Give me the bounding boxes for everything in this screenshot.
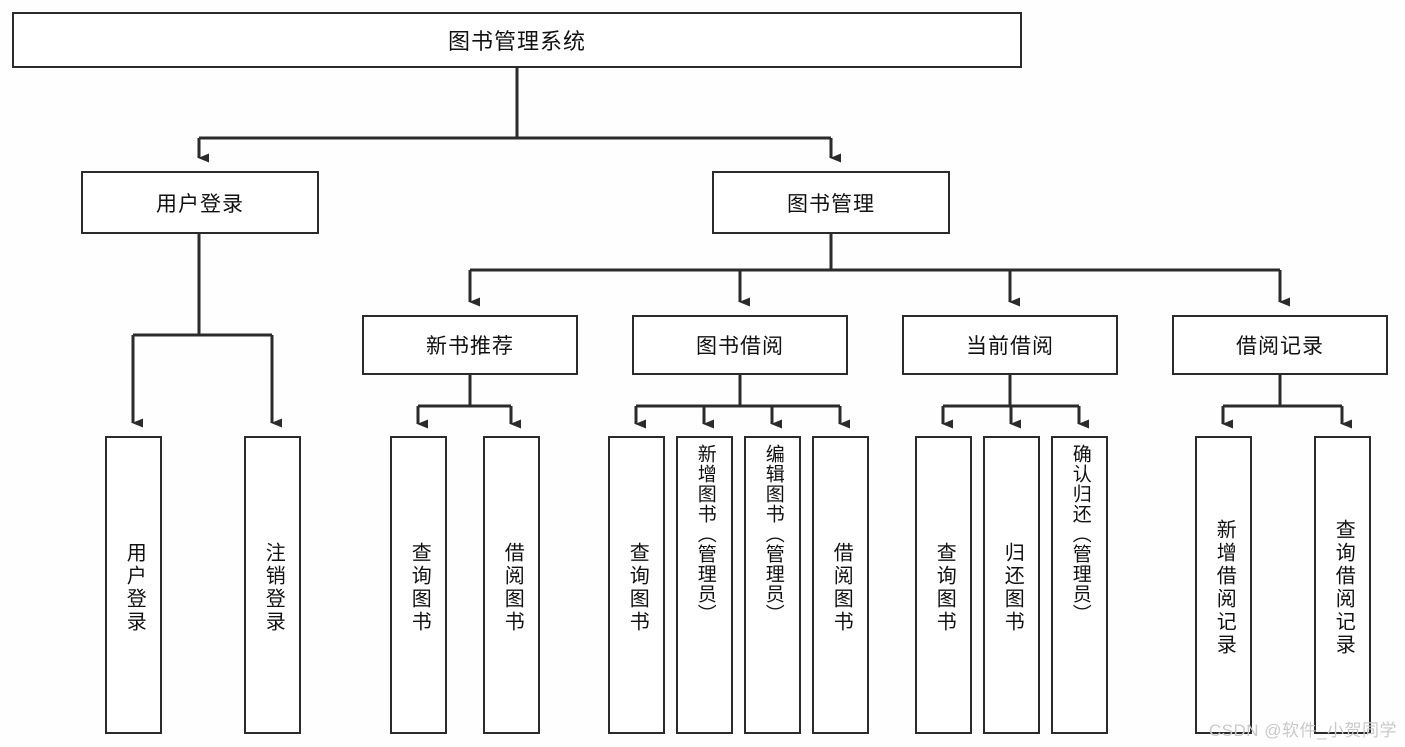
leaf-borrow-book-rec[interactable]: 借阅图书 bbox=[483, 436, 540, 734]
node-root-book-management-system[interactable]: 图书管理系统 bbox=[12, 12, 1022, 68]
node-label: 图书管理系统 bbox=[447, 29, 586, 54]
leaf-label: 借阅图书 bbox=[830, 542, 853, 634]
leaf-confirm-return[interactable]: 确认归还（管理员） bbox=[1051, 436, 1108, 734]
leaf-label: 查询图书 bbox=[626, 542, 649, 634]
leaf-query-book-cur[interactable]: 查询图书 bbox=[915, 436, 972, 734]
leaf-logout[interactable]: 注销登录 bbox=[244, 436, 301, 734]
node-label: 当前借阅 bbox=[966, 335, 1054, 358]
leaf-label: 查询图书 bbox=[408, 542, 431, 634]
book-borrow-connectors bbox=[634, 375, 850, 429]
node-book-manage[interactable]: 图书管理 bbox=[712, 171, 950, 234]
leaf-add-book[interactable]: 新增图书（管理员） bbox=[676, 436, 733, 734]
node-label: 图书借阅 bbox=[696, 335, 784, 358]
watermark: CSDN @软件_小贺同学 bbox=[1208, 721, 1397, 740]
leaf-label: 新增图书（管理员） bbox=[694, 444, 716, 624]
node-book-borrow[interactable]: 图书借阅 bbox=[632, 315, 848, 375]
leaf-borrow-book[interactable]: 借阅图书 bbox=[812, 436, 869, 734]
current-borrow-connectors bbox=[941, 375, 1089, 429]
leaf-return-book[interactable]: 归还图书 bbox=[983, 436, 1040, 734]
borrow-record-connectors bbox=[1221, 375, 1352, 429]
leaf-label: 借阅图书 bbox=[501, 542, 524, 634]
node-label: 借阅记录 bbox=[1236, 335, 1324, 358]
leaf-query-book-borrow[interactable]: 查询图书 bbox=[608, 436, 665, 734]
book-manage-connectors bbox=[468, 234, 1290, 307]
node-label: 图书管理 bbox=[787, 192, 875, 216]
leaf-label: 查询借阅记录 bbox=[1332, 519, 1355, 657]
leaf-query-book-rec[interactable]: 查询图书 bbox=[390, 436, 447, 734]
leaf-label: 用户登录 bbox=[123, 542, 146, 634]
leaf-add-record[interactable]: 新增借阅记录 bbox=[1195, 436, 1252, 734]
leaf-label: 确认归还（管理员） bbox=[1069, 444, 1091, 624]
node-current-borrow[interactable]: 当前借阅 bbox=[902, 315, 1118, 375]
node-user-login[interactable]: 用户登录 bbox=[81, 171, 319, 234]
node-label: 新书推荐 bbox=[426, 335, 514, 358]
leaf-label: 查询图书 bbox=[933, 542, 956, 634]
leaf-query-record[interactable]: 查询借阅记录 bbox=[1314, 436, 1371, 734]
new-book-recommend-connectors bbox=[416, 375, 521, 429]
leaf-user-login[interactable]: 用户登录 bbox=[105, 436, 162, 734]
node-new-book-recommend[interactable]: 新书推荐 bbox=[362, 315, 578, 375]
node-borrow-record[interactable]: 借阅记录 bbox=[1172, 315, 1388, 375]
node-label: 用户登录 bbox=[156, 192, 244, 216]
root-connectors bbox=[197, 68, 841, 163]
leaf-label: 编辑图书（管理员） bbox=[762, 444, 784, 624]
leaf-label: 注销登录 bbox=[262, 542, 285, 634]
leaf-label: 归还图书 bbox=[1001, 542, 1024, 634]
user-login-connectors bbox=[131, 234, 282, 428]
leaf-label: 新增借阅记录 bbox=[1213, 519, 1236, 657]
leaf-edit-book[interactable]: 编辑图书（管理员） bbox=[744, 436, 801, 734]
